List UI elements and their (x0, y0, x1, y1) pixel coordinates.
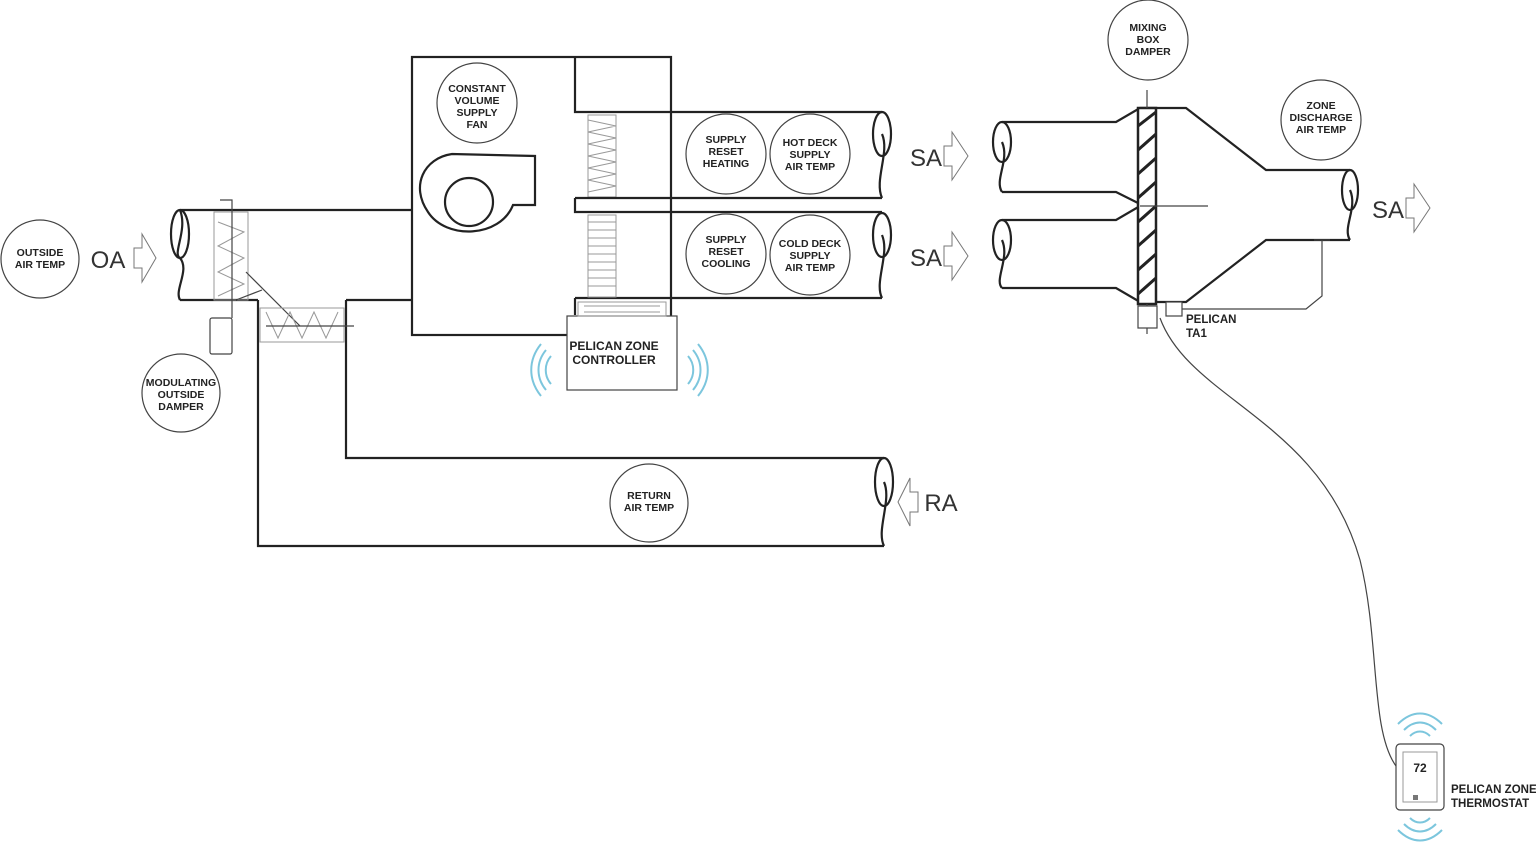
cold-deck-duct (671, 210, 893, 300)
svg-text:SUPPLY: SUPPLY (456, 107, 497, 119)
svg-text:SUPPLY: SUPPLY (789, 149, 830, 161)
oa-arrow: OA (91, 232, 157, 284)
modulating-outside-damper-sensor: MODULATING OUTSIDE DAMPER (141, 353, 221, 433)
sa-cold-label: SA (910, 245, 942, 272)
hot-deck-supply-air-temp-sensor: HOT DECK SUPPLY AIR TEMP (769, 113, 851, 195)
svg-text:AIR TEMP: AIR TEMP (785, 262, 835, 274)
mixing-box-damper-sensor: MIXING BOX DAMPER (1107, 0, 1189, 81)
svg-text:COOLING: COOLING (702, 258, 751, 270)
supply-reset-cooling-sensor: SUPPLY RESET COOLING (685, 213, 767, 295)
svg-text:AIR TEMP: AIR TEMP (624, 502, 674, 514)
svg-text:RESET: RESET (708, 146, 744, 158)
zone-discharge-air-temp-sensor: ZONE DISCHARGE AIR TEMP (1280, 79, 1362, 161)
thermostat-cable (1159, 317, 1397, 767)
svg-text:THERMOSTAT: THERMOSTAT (1451, 798, 1529, 810)
thermostat-wireless-icon (1397, 712, 1443, 842)
svg-text:COLD DECK: COLD DECK (779, 238, 842, 250)
thermostat-label: PELICAN ZONE THERMOSTAT (1451, 784, 1536, 810)
zone-controller-label-1: PELICAN ZONE (569, 339, 658, 353)
supply-reset-heating-sensor: SUPPLY RESET HEATING (685, 113, 767, 195)
mixing-box (991, 90, 1360, 334)
sa-cold-arrow: SA (910, 230, 969, 282)
svg-text:ZONE: ZONE (1306, 100, 1335, 112)
constant-volume-supply-fan-sensor: CONSTANT VOLUME SUPPLY FAN (436, 62, 518, 144)
air-handler-cabinet (410, 55, 673, 337)
svg-text:CONSTANT: CONSTANT (448, 83, 506, 95)
svg-text:RESET: RESET (708, 246, 744, 258)
svg-text:FAN: FAN (467, 119, 488, 131)
return-air-temp-sensor: RETURN AIR TEMP (609, 463, 689, 543)
svg-text:BOX: BOX (1137, 34, 1160, 46)
zone-thermostat: 72 (1395, 743, 1445, 811)
sa-hot-arrow: SA (910, 130, 969, 182)
svg-text:HEATING: HEATING (703, 158, 749, 170)
zone-controller: PELICAN ZONE CONTROLLER (566, 301, 678, 391)
sa-zone-label: SA (1372, 197, 1404, 224)
svg-text:RETURN: RETURN (627, 490, 671, 502)
svg-text:DAMPER: DAMPER (1125, 46, 1171, 58)
svg-text:OUTSIDE: OUTSIDE (158, 389, 205, 401)
svg-text:DAMPER: DAMPER (158, 401, 204, 413)
ra-label: RA (924, 490, 957, 517)
thermostat-temperature: 72 (1413, 761, 1427, 775)
controller-wireless-icon (530, 343, 709, 397)
svg-text:SUPPLY: SUPPLY (705, 234, 746, 246)
zone-controller-label-2: CONTROLLER (572, 353, 656, 367)
svg-text:MIXING: MIXING (1129, 22, 1166, 34)
ra-arrow: RA (897, 477, 958, 527)
hot-deck-duct (575, 110, 893, 200)
ta1-label: PELICAN TA1 (1186, 314, 1236, 340)
svg-text:SUPPLY: SUPPLY (789, 250, 830, 262)
svg-text:MODULATING: MODULATING (146, 377, 216, 389)
svg-text:HOT DECK: HOT DECK (783, 137, 838, 149)
svg-text:DISCHARGE: DISCHARGE (1289, 112, 1352, 124)
svg-text:VOLUME: VOLUME (455, 95, 500, 107)
svg-text:PELICAN ZONE: PELICAN ZONE (1451, 784, 1536, 796)
svg-text:SUPPLY: SUPPLY (705, 134, 746, 146)
svg-text:TA1: TA1 (1186, 328, 1207, 340)
svg-text:OUTSIDE: OUTSIDE (17, 247, 64, 259)
outside-air-temp-sensor: OUTSIDE AIR TEMP (0, 219, 80, 299)
sa-zone-arrow: SA (1372, 182, 1431, 234)
cold-deck-supply-air-temp-sensor: COLD DECK SUPPLY AIR TEMP (769, 214, 851, 296)
svg-text:PELICAN: PELICAN (1186, 314, 1236, 326)
svg-text:AIR TEMP: AIR TEMP (15, 259, 65, 271)
svg-text:AIR TEMP: AIR TEMP (785, 161, 835, 173)
sa-hot-label: SA (910, 145, 942, 172)
outside-air-duct (169, 199, 412, 355)
svg-text:AIR TEMP: AIR TEMP (1296, 124, 1346, 136)
return-mixing-duct (256, 300, 895, 548)
oa-label: OA (91, 247, 126, 274)
